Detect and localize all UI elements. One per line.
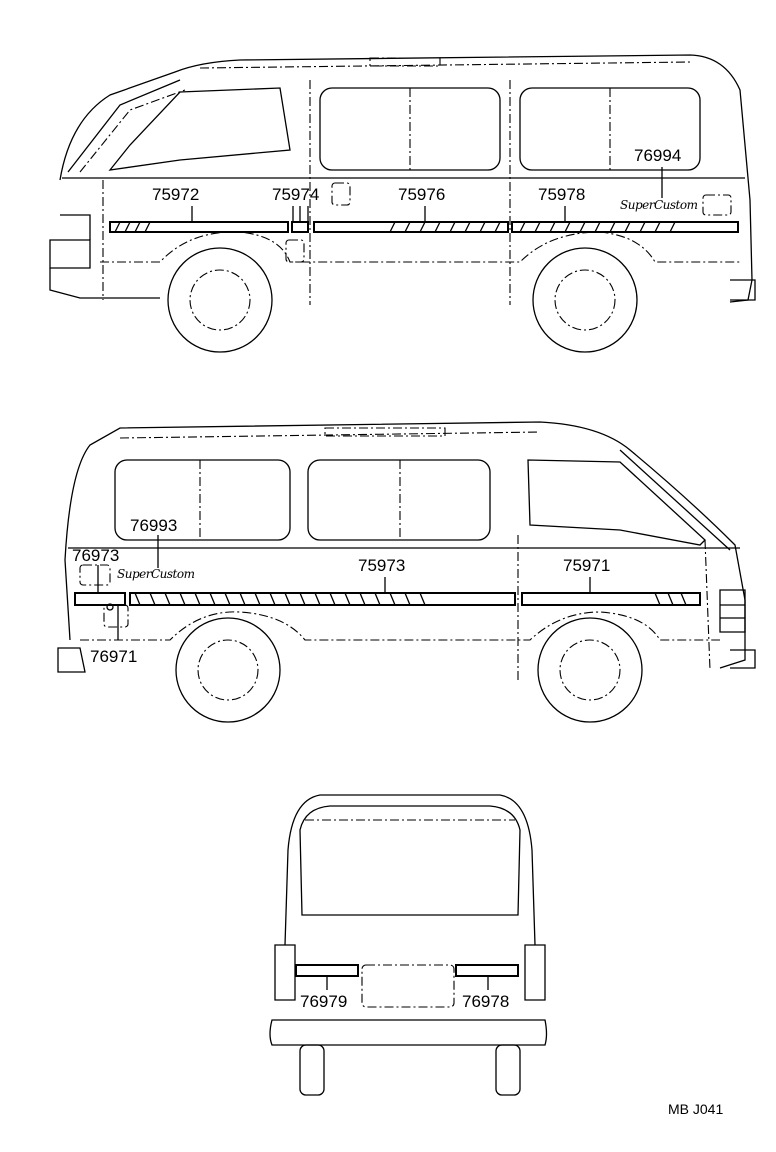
supercustom-emblem-left: SuperCustom [117, 567, 195, 581]
callout-76994: 76994 [634, 146, 682, 165]
drawing-code: MB J041 [668, 1101, 724, 1117]
rear-van [269, 794, 548, 1096]
callout-76978: 76978 [462, 992, 510, 1011]
callout-75976: 75976 [398, 185, 446, 204]
callout-75972: 75972 [152, 185, 200, 204]
supercustom-emblem-right: SuperCustom [620, 198, 698, 212]
callout-75971: 75971 [563, 556, 611, 575]
callout-75978: 75978 [538, 185, 586, 204]
right-side-van [49, 54, 756, 353]
callout-76993: 76993 [130, 516, 178, 535]
callout-75973: 75973 [358, 556, 406, 575]
callout-75974: 75974 [272, 185, 320, 204]
callout-76971: 76971 [90, 647, 138, 666]
left-side-van [57, 421, 756, 723]
callout-76973: 76973 [72, 546, 120, 565]
callout-76979: 76979 [300, 992, 348, 1011]
